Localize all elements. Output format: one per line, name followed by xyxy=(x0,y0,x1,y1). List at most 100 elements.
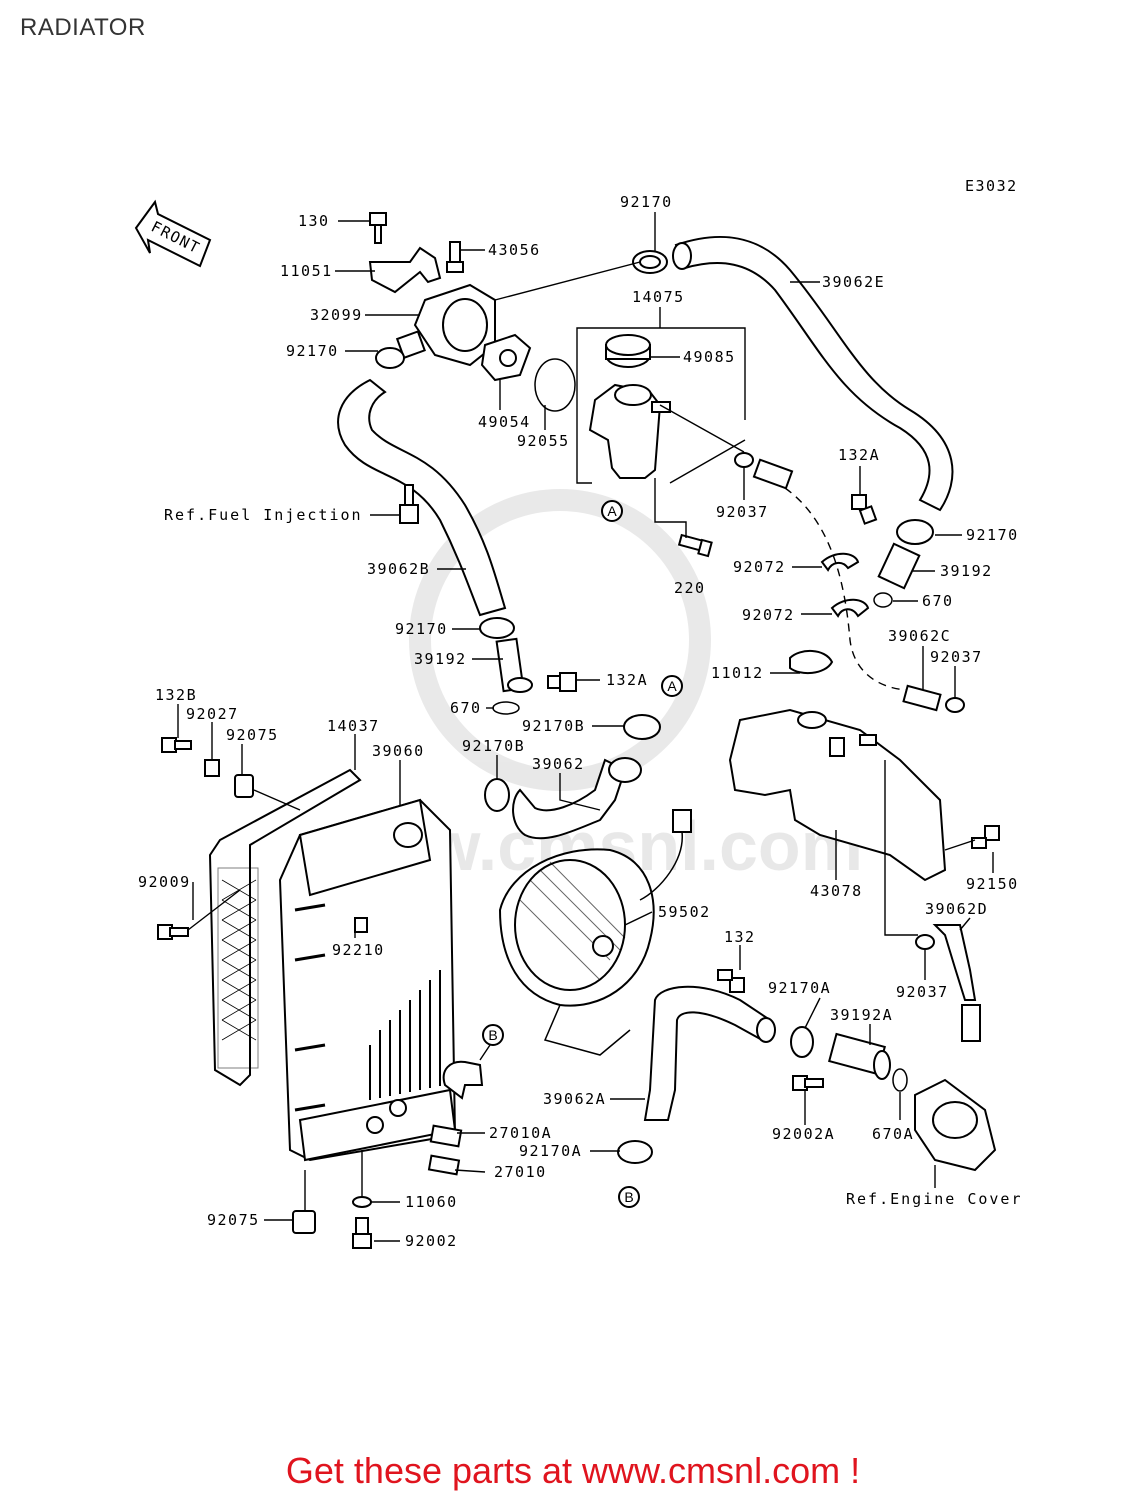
marker-a-1: A xyxy=(601,500,623,522)
callout-11060: 11060 xyxy=(405,1193,458,1211)
small-hose-top xyxy=(752,458,794,490)
callout-92002A: 92002A xyxy=(772,1125,835,1143)
hose-39062 xyxy=(512,757,642,840)
o-ring-670-a xyxy=(873,592,893,608)
callout-92170-right: 92170 xyxy=(966,526,1019,544)
fan-59502 xyxy=(498,809,692,1056)
clamp-92170B-a xyxy=(623,714,661,740)
callout-132A-b: 132A xyxy=(606,671,648,689)
callout-27010: 27010 xyxy=(494,1163,547,1181)
callout-92170-left: 92170 xyxy=(286,342,339,360)
callout-39192A: 39192A xyxy=(830,1006,893,1024)
page-title: RADIATOR xyxy=(20,14,146,41)
clip-92037-b xyxy=(945,697,965,713)
callout-92150: 92150 xyxy=(966,875,1019,893)
callout-39060: 39060 xyxy=(372,742,425,760)
callout-92037-b: 92037 xyxy=(930,648,983,666)
bolt-92002 xyxy=(352,1217,372,1249)
leader-lines xyxy=(177,212,994,1242)
hose-39062E xyxy=(672,236,954,512)
callout-670-a: 670 xyxy=(922,592,954,610)
washer-11060 xyxy=(352,1196,372,1208)
radiator-cap-49085 xyxy=(605,334,651,368)
callout-14037: 14037 xyxy=(327,717,380,735)
callout-92075-a: 92075 xyxy=(226,726,279,744)
callout-11051: 11051 xyxy=(280,262,333,280)
clip-92072-b xyxy=(830,598,870,618)
bolt-130 xyxy=(369,212,387,244)
small-hose-39062D xyxy=(932,924,981,1042)
callout-132: 132 xyxy=(724,928,756,946)
clamp-92170-mid xyxy=(479,617,515,639)
switch-27010A xyxy=(429,1124,463,1148)
callout-39062: 39062 xyxy=(532,755,585,773)
sensor-fuel-injection xyxy=(399,484,419,524)
callout-92037-a: 92037 xyxy=(716,503,769,521)
callout-92002: 92002 xyxy=(405,1232,458,1250)
callout-92170-top: 92170 xyxy=(620,193,673,211)
callouts: 130 11051 43056 32099 92170 92170 14075 … xyxy=(138,193,1023,1250)
callout-670-b: 670 xyxy=(450,699,482,717)
marker-b-1-text: B xyxy=(488,1027,497,1043)
clamp-92170B-b xyxy=(484,778,510,812)
callout-39062E: 39062E xyxy=(822,273,885,291)
fitting-39192-a xyxy=(877,542,921,590)
callout-220: 220 xyxy=(674,579,706,597)
bolt-220 xyxy=(677,533,713,558)
thermostat-housing-32099 xyxy=(395,283,496,367)
clip-92037-a xyxy=(734,452,754,468)
bracket-lines-14075 xyxy=(576,327,746,484)
bolt-132A-a xyxy=(851,494,878,525)
ref-engine-cover: Ref.Engine Cover xyxy=(846,1190,1023,1208)
filler-neck-14075 xyxy=(588,383,671,479)
marker-a-1-text: A xyxy=(607,503,617,519)
callout-92037-c: 92037 xyxy=(896,983,949,1001)
callout-92210: 92210 xyxy=(332,941,385,959)
callout-92072-b: 92072 xyxy=(742,606,795,624)
clip-92037-c xyxy=(915,934,935,950)
callout-92072-a: 92072 xyxy=(733,558,786,576)
hose-39062B xyxy=(337,378,507,617)
marker-b-2-text: B xyxy=(624,1189,633,1205)
collar-92027 xyxy=(204,759,220,777)
clip-92072-a xyxy=(820,552,860,572)
callout-39062C: 39062C xyxy=(888,627,951,645)
hose-39062A xyxy=(643,985,776,1121)
ref-fuel-injection: Ref.Fuel Injection xyxy=(164,506,363,524)
marker-b-2: B xyxy=(618,1186,640,1208)
marker-a-2-text: A xyxy=(667,678,677,694)
fitting-39192A xyxy=(828,1032,891,1080)
callout-49054: 49054 xyxy=(478,413,531,431)
bolt-92150 xyxy=(971,825,1000,849)
bleeder-43056 xyxy=(446,241,464,273)
callout-43056: 43056 xyxy=(488,241,541,259)
thermostat-49054 xyxy=(480,333,532,382)
front-arrow: FRONT xyxy=(134,199,212,268)
elbow-hose xyxy=(442,1060,484,1100)
grommet-92075-b xyxy=(292,1210,316,1234)
callout-92027: 92027 xyxy=(186,705,239,723)
bolt-92009 xyxy=(157,924,189,940)
bolt-92002A xyxy=(792,1075,824,1091)
clamp-92170-right xyxy=(896,519,934,545)
fitting-39192-b xyxy=(495,637,533,693)
callout-43078: 43078 xyxy=(810,882,863,900)
callout-92170B-b: 92170B xyxy=(462,737,525,755)
callout-92009: 92009 xyxy=(138,873,191,891)
callout-92075-b: 92075 xyxy=(207,1211,260,1229)
callout-92170-mid: 92170 xyxy=(395,620,448,638)
callout-49085: 49085 xyxy=(683,348,736,366)
bolt-132A-b xyxy=(547,672,577,692)
callout-39192-a: 39192 xyxy=(940,562,993,580)
clamp-92170A-b xyxy=(617,1140,653,1164)
cta-link[interactable]: Get these parts at www.cmsnl.com ! xyxy=(285,1450,861,1491)
callout-39062D: 39062D xyxy=(925,900,988,918)
small-hose-39062C xyxy=(902,684,942,712)
cap-11012 xyxy=(789,650,834,675)
o-ring-670-b xyxy=(492,701,520,715)
marker-b-1: B xyxy=(482,1024,504,1046)
callout-39062B: 39062B xyxy=(367,560,430,578)
sensor-27010 xyxy=(427,1154,461,1176)
callout-92055: 92055 xyxy=(517,432,570,450)
